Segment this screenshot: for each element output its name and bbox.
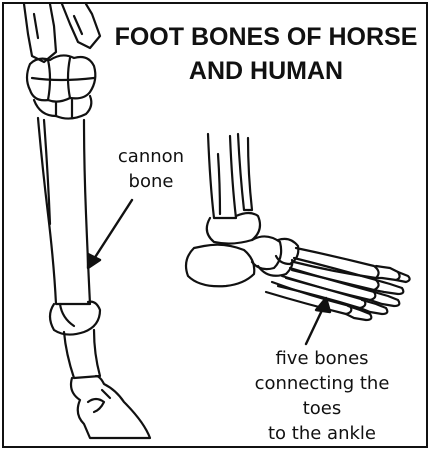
horse-upper-bone-left xyxy=(24,4,56,62)
cannon-bone-arrow-line xyxy=(92,200,132,262)
cannon-label-line-2: bone xyxy=(96,169,206,194)
human-calcaneus xyxy=(186,245,254,287)
horse-pastern-bone xyxy=(64,330,100,378)
cannon-bone-label: cannon bone xyxy=(96,144,206,194)
title-line-1: FOOT BONES OF HORSE xyxy=(110,20,422,54)
diagram-frame: FOOT BONES OF HORSE AND HUMAN cannon bon… xyxy=(2,2,428,448)
toe-bones-label: five bones connecting the toes to the an… xyxy=(234,346,410,446)
horse-fetlock-joint xyxy=(50,302,100,335)
human-foot-drawing xyxy=(186,134,410,320)
diagram-title: FOOT BONES OF HORSE AND HUMAN xyxy=(110,20,422,88)
toes-label-line-3: to the ankle xyxy=(234,421,410,446)
human-fibula xyxy=(238,134,252,210)
cannon-bone-arrowhead xyxy=(88,254,100,268)
title-line-2: AND HUMAN xyxy=(110,54,422,88)
horse-coffin-bone xyxy=(71,376,150,438)
toes-label-line-2: connecting the toes xyxy=(234,371,410,421)
cannon-label-line-1: cannon xyxy=(96,144,206,169)
horse-upper-bone-right xyxy=(62,4,100,48)
toes-label-line-1: five bones xyxy=(234,346,410,371)
human-tibia xyxy=(208,134,236,218)
